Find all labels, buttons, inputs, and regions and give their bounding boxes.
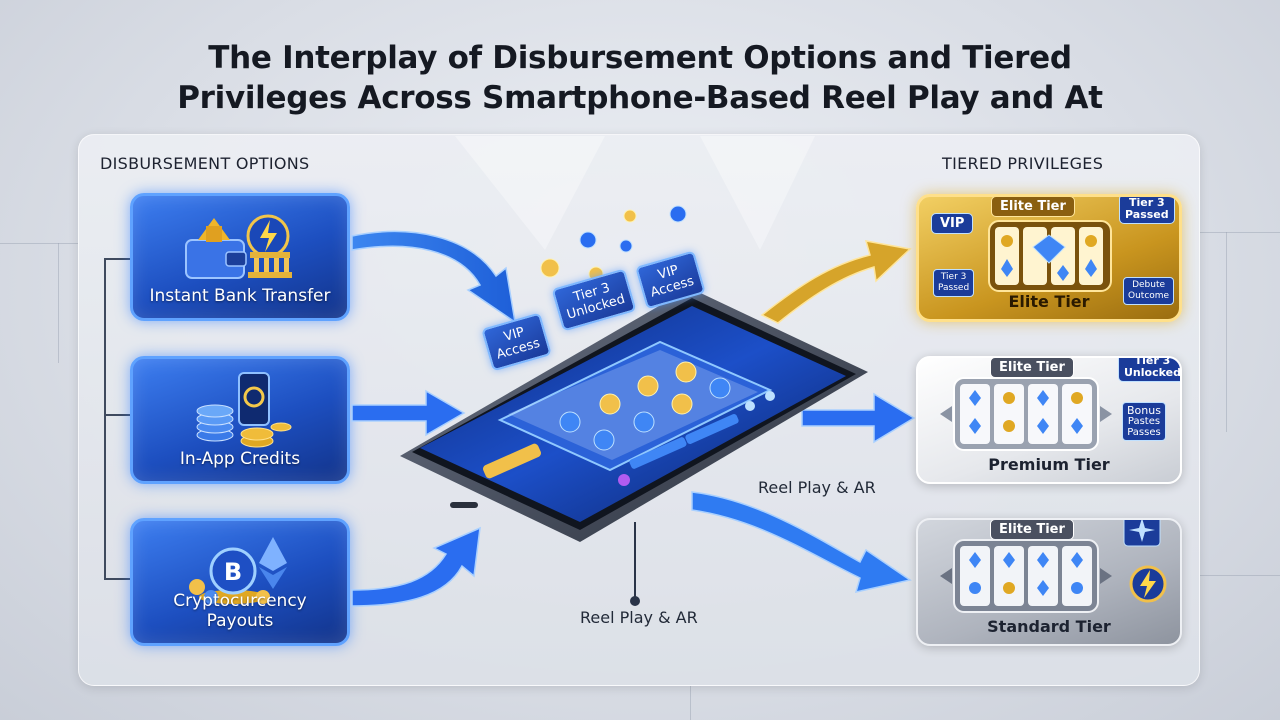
svg-text:B: B [224,558,242,586]
side-badge-line-2: Passed [1125,208,1169,221]
smartphone-graphic [400,288,868,542]
small-tag-line-1: Tier 3 [940,272,967,282]
disbursement-card-in-app-credits[interactable]: In-App Credits [130,356,350,484]
arrow-phone-to-premium [801,392,916,444]
grid-line [1200,232,1280,233]
bank-transfer-icon [185,214,292,279]
card-label-line-1: Cryptocurcency [173,591,307,611]
pointer-line [634,522,636,600]
grid-line [0,243,78,244]
debute-outcome-tag: Debute Outcome [1123,277,1175,305]
arrow-phone-to-standard [691,491,912,594]
title-line-1: The Interplay of Disbursement Options an… [208,40,1072,76]
slot-reels-gold [988,220,1112,292]
side-badge-line-1: Tier 3 [1134,356,1171,367]
coins-phone-icon [196,372,292,448]
card-label: Instant Bank Transfer [149,286,331,306]
small-tag-line-2: Outcome [1128,291,1170,301]
side-badge-line-1: Tier 3 [1128,196,1165,209]
floating-coins [540,205,687,282]
tier-card-standard[interactable]: Elite Tier Standard Tier [916,518,1182,646]
arrow-crypto-to-phone [351,526,481,607]
arrow-phone-to-elite [760,240,912,324]
card-label: In-App Credits [179,449,301,469]
grid-line [58,243,59,363]
reel-play-ar-caption-bottom: Reel Play & AR [580,608,698,627]
crypto-coin-icon: B [189,537,287,604]
disbursement-options-heading: DISBURSEMENT OPTIONS [100,154,310,173]
pointer-dot [630,596,640,606]
small-tag-line-2: Passed [938,283,970,293]
page-title: The Interplay of Disbursement Options an… [40,38,1240,118]
tier-side-badge: Tier 3 Unlocked [1118,356,1181,382]
card-label-line-2: Payouts [206,611,274,631]
sparkle-badge-icon [1123,520,1161,547]
vip-badge: VIP [931,213,974,234]
smartphone: VIP Access Tier 3 Unlocked VIP Access [390,250,880,550]
side-badge-line-2: Unlocked [1124,366,1181,379]
tier-side-badge: Tier 3 Passed [1119,196,1175,224]
grid-line [690,686,691,720]
tier-name: Elite Tier [1008,292,1090,311]
bracket-tick [104,414,132,416]
arrow-credits-to-phone [351,389,466,437]
card-label: Cryptocurcency Payouts [133,591,347,631]
bracket-connector [104,258,132,580]
tier-top-badge: Elite Tier [991,197,1075,217]
disbursement-card-bank-transfer[interactable]: Instant Bank Transfer [130,193,350,321]
tiered-privileges-heading: TIERED PRIVILEGES [942,154,1104,173]
tier-card-premium[interactable]: Elite Tier Tier 3 Unlocked Bonus Pastes … [916,356,1182,484]
tier-top-badge: Elite Tier [990,520,1074,540]
title-line-2: Privileges Across Smartphone-Based Reel … [177,80,1103,116]
slot-reels-grey [940,539,1112,613]
disbursement-card-crypto-payouts[interactable]: B Cryptocurcency Payouts [130,518,350,646]
reel-play-ar-caption-right: Reel Play & AR [758,478,876,497]
grid-line [1226,232,1227,432]
bonus-passes-tag: Bonus Pastes Passes [1122,402,1166,441]
small-tag-line-3: Passes [1127,427,1161,438]
lightning-coin-icon [1129,565,1167,603]
arrow-bank-to-phone [351,230,517,324]
tier-top-badge: Elite Tier [990,358,1074,378]
slot-reels-silver [940,377,1112,451]
tier-card-elite[interactable]: Elite Tier Tier 3 Passed VIP Tier 3 Pass… [916,194,1182,322]
tier-name: Premium Tier [988,455,1110,474]
small-tag-line-1: Bonus [1127,404,1161,417]
tier-passed-tag: Tier 3 Passed [933,269,975,297]
small-tag-line-1: Debute [1132,280,1166,290]
small-tag-line-2: Pastes [1127,416,1161,427]
tier-name: Standard Tier [987,617,1111,636]
grid-line [1200,575,1280,576]
